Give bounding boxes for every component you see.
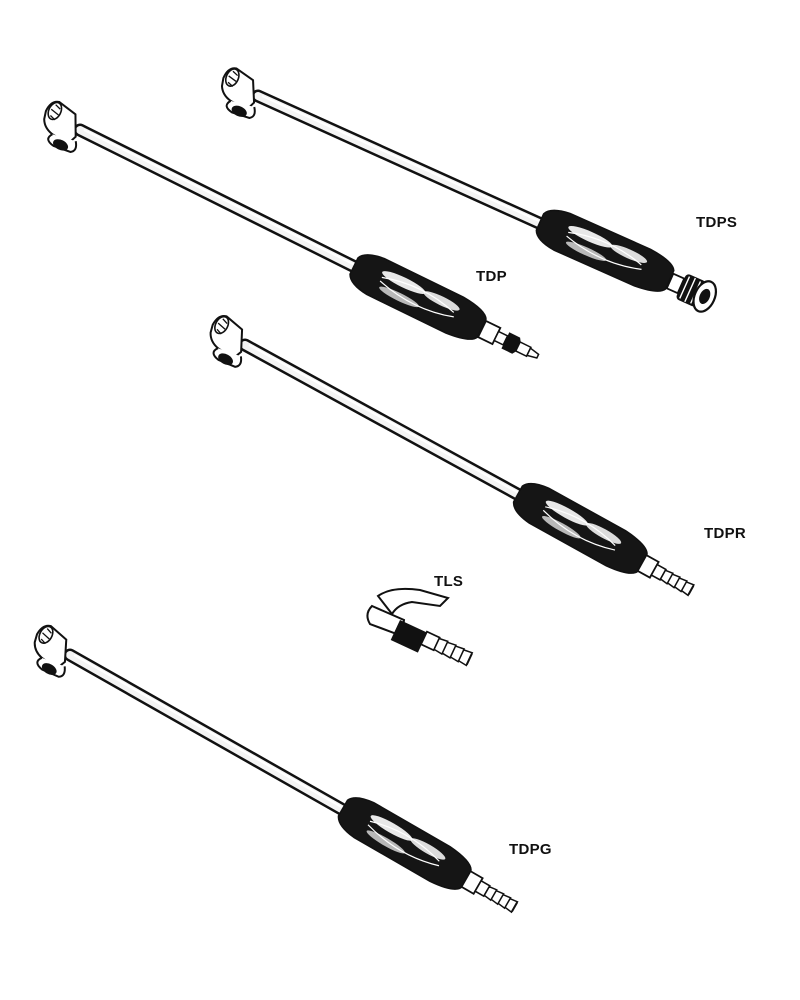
tdpg-label: TDPG — [509, 841, 552, 858]
tdp-inflator — [32, 97, 543, 366]
tls-label: TLS — [434, 573, 464, 590]
tdp-label: TDP — [476, 268, 507, 285]
tdps-label: TDPS — [696, 214, 738, 231]
tdpr-label: TDPR — [704, 525, 747, 542]
tls-lever-chuck — [366, 587, 474, 667]
tdpr-inflator — [197, 311, 697, 600]
tdpg-inflator — [21, 621, 520, 916]
tdps-inflator — [210, 64, 722, 317]
